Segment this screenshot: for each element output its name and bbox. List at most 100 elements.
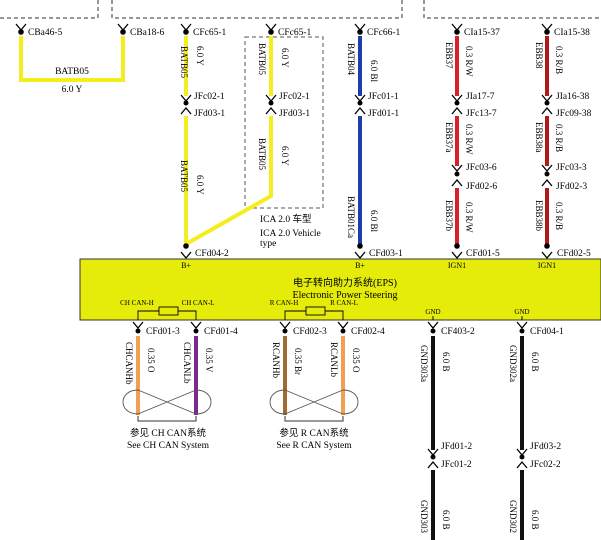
connector-label: CFc66-1: [367, 28, 401, 38]
eps-module: [79, 258, 601, 321]
wire-label: CHCANLb: [182, 342, 192, 384]
junction-label: JFc02-1: [194, 92, 225, 102]
pin-label: B+: [355, 261, 365, 270]
ref-cn: 参见 R CAN系统: [279, 427, 349, 439]
connector-label: CFc65-1: [278, 28, 312, 38]
wire-spec: 6.0 Bl: [369, 60, 379, 83]
labels: CBa46-5 CBa18-6 CFc65-1 CFc65-1 CFc66-1 …: [28, 28, 592, 533]
wire-label: EBB38a: [534, 122, 544, 153]
junction-label: JFd02-6: [466, 182, 497, 192]
wire-spec: 6.0 Y: [280, 48, 290, 68]
wire-spec: 0.3 R/W: [464, 46, 474, 77]
junction-label: JFc02-1: [279, 92, 310, 102]
wire-spec: 0.35 O: [146, 348, 156, 373]
wire-label: BATB05: [257, 138, 267, 171]
junction-label: JFc01-2: [441, 460, 472, 470]
wire-label: EBB38b: [534, 200, 544, 232]
wire-spec: 6.0 Y: [280, 146, 290, 166]
connector-chevron-icon: [265, 23, 277, 32]
connector-label: CF403-2: [441, 327, 475, 337]
connector-chevron-icon: [451, 23, 463, 32]
wire-label: CHCANHb: [124, 342, 134, 385]
connector-chevron-icon: [117, 23, 129, 32]
connector-label: CFd03-1: [369, 249, 403, 259]
wire-label: BATB05: [179, 46, 189, 79]
wire-label: GND303a: [419, 345, 429, 382]
connector-label: CFd04-1: [530, 327, 564, 337]
wire-spec: 0.3 R/B: [554, 124, 564, 152]
wire-batb05-left: [19, 36, 125, 82]
junction-label: JFd01-2: [441, 442, 472, 452]
connector-label: CBa46-5: [28, 28, 63, 38]
pin-label: IGN1: [538, 261, 556, 270]
junction-label: JFc09-38: [556, 109, 592, 119]
connector-label: CBa18-6: [130, 28, 165, 38]
wire-label: GND302: [508, 500, 518, 533]
wire-spec: 6.0 Y: [195, 46, 205, 66]
ref-en: See CH CAN System: [127, 441, 210, 451]
wire-label: EBB37a: [444, 122, 454, 153]
wire-spec: 0.3 R/W: [464, 124, 474, 155]
gnd-pin-label: GND: [514, 308, 529, 316]
wire-label: BATB05: [179, 160, 189, 193]
wire-label: EBB37b: [444, 200, 454, 232]
ica-option-box: [244, 36, 324, 209]
wire-spec: 0.35 O: [351, 348, 361, 373]
wire-spec: 6.0 Y: [62, 85, 83, 95]
connector-label: CFd02-4: [351, 327, 385, 337]
wire-spec: 6.0 Bl: [369, 210, 379, 233]
wire-spec: 6.0 B: [441, 510, 451, 530]
wire-label: GND303: [419, 500, 429, 533]
junction-label: JFc13-7: [466, 109, 497, 119]
wire-spec: 6.0 B: [530, 352, 540, 372]
can-pin-label: CH CAN-L: [182, 299, 215, 307]
can-pin-label: R CAN-H: [270, 299, 299, 307]
wire-label: EBB38: [534, 42, 544, 69]
twisted-pairs: [122, 389, 359, 415]
connector-label: CFd02-3: [293, 327, 327, 337]
ref-brackets: [137, 416, 344, 422]
ica-note-en: ICA 2.0 Vehicle: [260, 229, 321, 239]
gnd-pin-label: GND: [425, 308, 440, 316]
wire-label: BATB01Ca: [346, 196, 356, 238]
pin-label: B+: [181, 261, 191, 270]
connector-chevron-icon: [541, 23, 553, 32]
wire-label: BATB05: [257, 43, 267, 76]
connector-chevron-icon: [354, 23, 366, 32]
junction-label: JFc02-2: [530, 460, 561, 470]
connector-label: CFc65-1: [193, 28, 227, 38]
connector-label: CFd01-5: [466, 249, 500, 259]
ica-note-en-2: type: [260, 239, 276, 249]
module-title-en: Electronic Power Steering: [293, 290, 398, 301]
wire-spec: 0.35 V: [204, 348, 214, 373]
module-title-cn: 电子转向助力系统(EPS): [293, 276, 397, 289]
wire-label: RCANHb: [271, 342, 281, 379]
junction-label: JFd01-1: [368, 109, 399, 119]
wire-spec: 0.3 R/B: [554, 202, 564, 230]
ica-note-cn: ICA 2.0 车型: [260, 213, 312, 225]
wire-spec: 0.3 R/W: [464, 202, 474, 233]
ref-en: See R CAN System: [276, 441, 352, 451]
junction-label: JFc03-3: [556, 163, 587, 173]
junction-arrow-icon: [180, 94, 553, 469]
can-terminators: [137, 306, 523, 320]
wire-label: EBB37: [444, 42, 454, 69]
wire-spec: 6.0 B: [530, 510, 540, 530]
pin-label: IGN1: [448, 261, 466, 270]
connector-label: CIa15-38: [554, 28, 590, 38]
connector-chevron-icon: [180, 23, 192, 32]
wire-col2-lower: [185, 116, 273, 246]
wire-label: GND302a: [508, 345, 518, 382]
can-pin-label: CH CAN-H: [120, 299, 154, 307]
junction-label: JFc03-6: [466, 163, 497, 173]
junction-label: JFd03-1: [194, 109, 225, 119]
wire-spec: 6.0 B: [441, 352, 451, 372]
connector-label: CFd02-5: [557, 249, 591, 259]
junction-label: JFc01-1: [368, 92, 399, 102]
connector-label: CFd04-2: [195, 249, 229, 259]
wire-spec: 0.3 R/B: [554, 46, 564, 74]
connector-chevron-icon: [15, 23, 27, 32]
wire-spec: 0.35 Br: [293, 348, 303, 375]
connector-label: CFd01-3: [146, 327, 180, 337]
